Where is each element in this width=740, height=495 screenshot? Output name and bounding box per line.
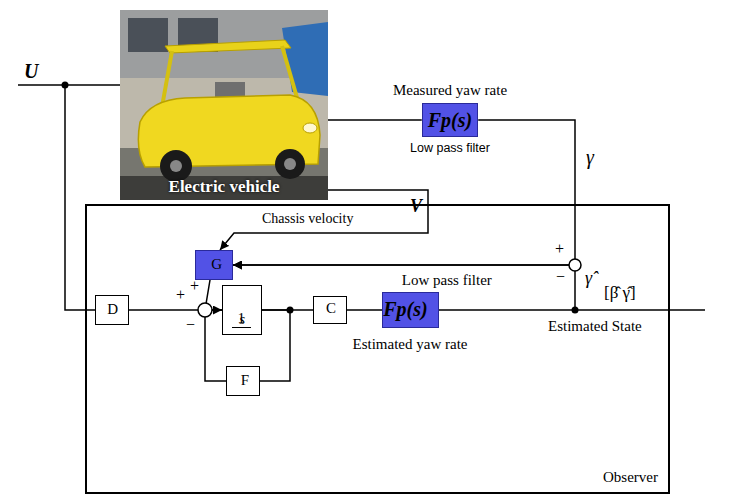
- gain-box: C: [313, 296, 347, 324]
- node-text: Observer: [603, 469, 658, 486]
- signal-name: U: [24, 60, 38, 83]
- node-text: D: [107, 301, 118, 318]
- integrator-box: 1s: [222, 285, 262, 335]
- node-text: C: [326, 300, 336, 317]
- signal-name: V: [410, 196, 422, 217]
- branch-dot: [62, 82, 69, 89]
- photo-tarp: [282, 22, 328, 96]
- signal-name: γ̂: [585, 268, 592, 289]
- filter-caption: Low pass filter: [402, 272, 419, 289]
- vehicle-illustration: [120, 10, 328, 200]
- car-hub: [170, 160, 182, 172]
- filter-box: Fp(s)Low pass filter: [382, 292, 438, 328]
- node-text: F: [241, 372, 249, 389]
- photo-ground: [120, 176, 328, 200]
- input-wire: [65, 85, 95, 310]
- node-text: G: [211, 256, 222, 273]
- signal-name: γ: [586, 146, 594, 169]
- signal-caption: Measured yaw rate: [393, 82, 507, 99]
- sign-label: −: [556, 268, 565, 286]
- car-wheel: [275, 149, 305, 179]
- signal-line: [260, 310, 290, 381]
- branch-dot: [287, 307, 294, 314]
- node-text: Fp(s): [428, 109, 472, 132]
- photo-wall: [120, 10, 328, 200]
- signal-caption: Estimated State: [548, 318, 642, 335]
- output-wire: [575, 309, 705, 311]
- node-text: Fp(s): [383, 298, 427, 321]
- state-vector: [β̂ γ̂]: [604, 283, 636, 303]
- input-wire: [18, 84, 120, 86]
- signal-wires: [18, 85, 705, 310]
- summing-junction: [198, 303, 212, 317]
- signal-caption: Estimated yaw rate: [353, 336, 468, 353]
- sign-label: +: [555, 240, 564, 258]
- summing-junction: [569, 259, 581, 271]
- filter-box: Fp(s)Low pass filter: [422, 103, 478, 137]
- sign-label: −: [186, 316, 195, 334]
- photo-window: [128, 18, 168, 52]
- sign-label: +: [176, 286, 185, 304]
- gain-box: F: [226, 366, 260, 396]
- vehicle-photo: Electric vehicle: [120, 10, 328, 200]
- signal-line: [347, 309, 382, 311]
- signal-caption: Chassis velocity: [262, 211, 353, 227]
- branch-dot: [572, 307, 579, 314]
- gain-box: G: [195, 250, 233, 280]
- gain-box: D: [95, 295, 129, 325]
- node-text: s: [233, 311, 251, 328]
- node-text: Electric vehicle: [169, 177, 280, 197]
- filter-caption: Low pass filter: [410, 141, 490, 155]
- car-roof: [165, 40, 291, 53]
- car-headlight: [303, 123, 317, 133]
- signal-line: [328, 119, 422, 121]
- sign-label: +: [190, 277, 199, 295]
- car-hub: [284, 158, 296, 170]
